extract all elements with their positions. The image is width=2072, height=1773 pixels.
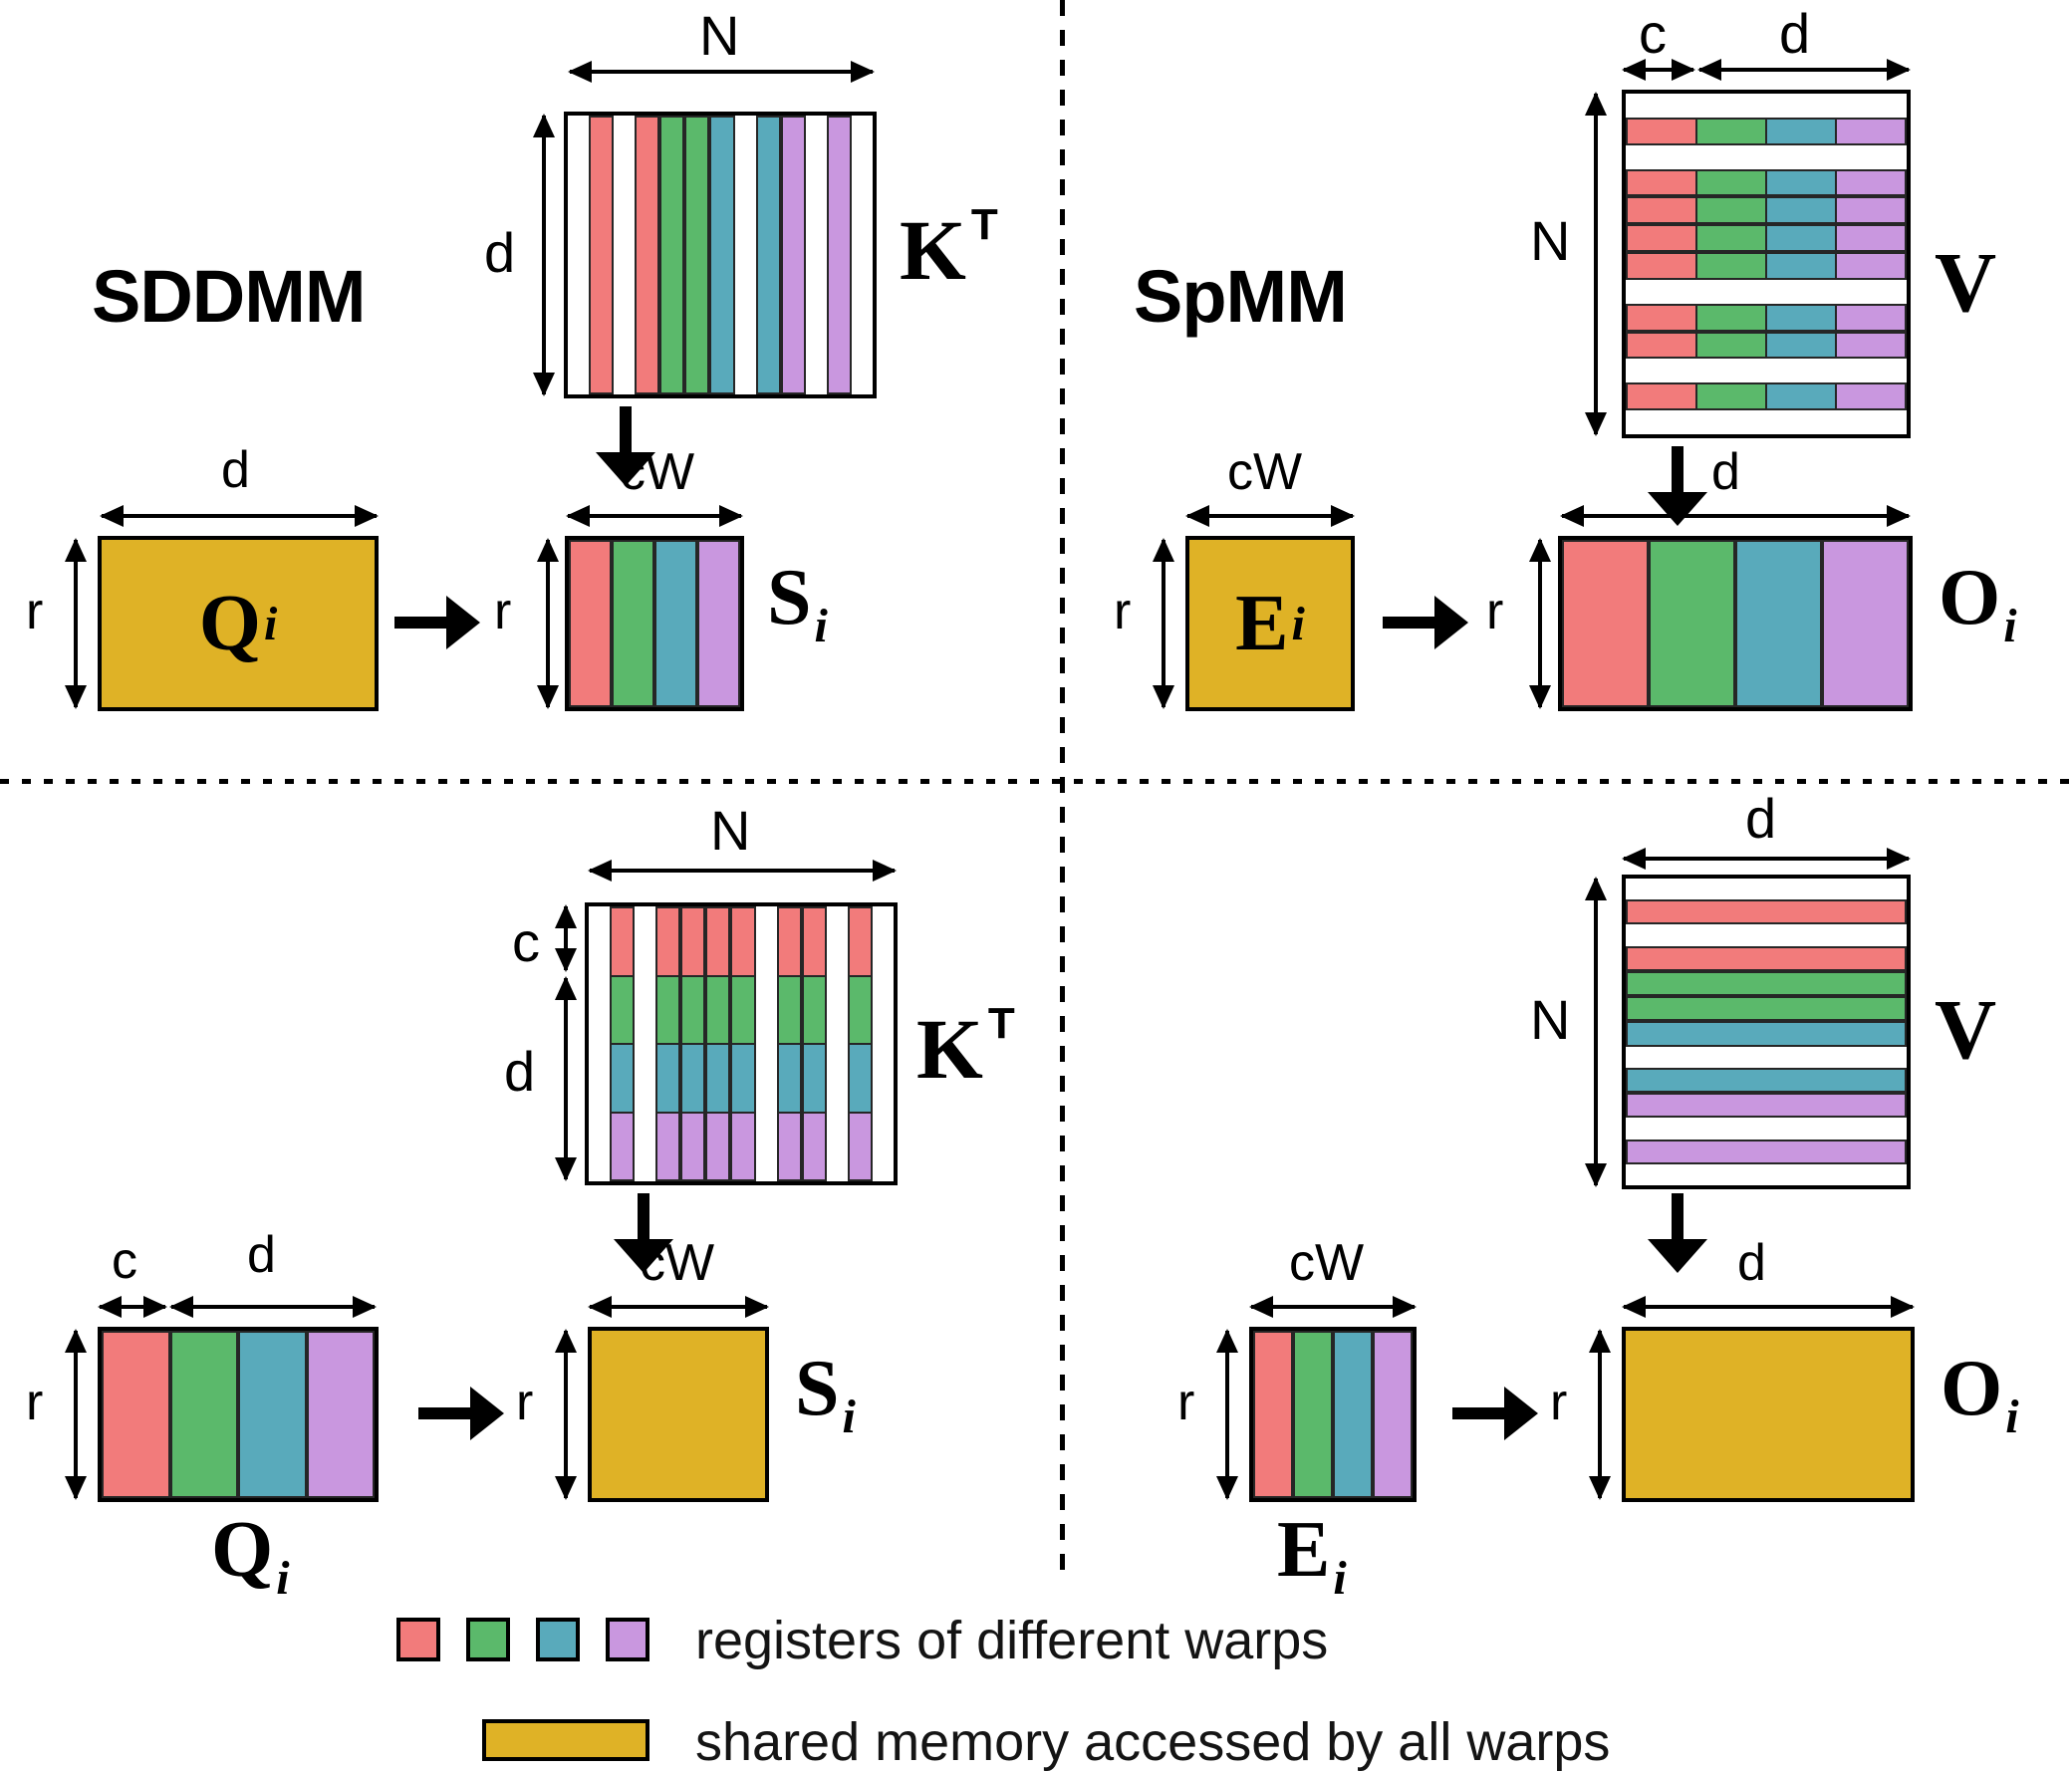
legend-swatch-r — [396, 1618, 440, 1661]
legend-swatch-p — [606, 1618, 649, 1661]
dim-arrow-d — [1622, 1296, 1915, 1318]
dim-arrow-n — [568, 61, 875, 83]
dim-label-c: c — [112, 1232, 137, 1290]
quadrant-title-sddmm: SDDMM — [92, 255, 367, 338]
dim-label-r: r — [26, 1374, 44, 1431]
dim-arrow-c — [98, 1296, 167, 1318]
legend-shared-text: shared memory accessed by all warps — [695, 1712, 1611, 1772]
q-label: Qi — [211, 1506, 290, 1605]
dim-arrow-r — [555, 1329, 577, 1500]
e-label: Ei — [1277, 1506, 1347, 1605]
dim-arrow-cw — [588, 1296, 769, 1318]
legend-swatch-g — [466, 1618, 510, 1661]
dim-label-n: N — [699, 4, 740, 67]
right-arrow — [1452, 1387, 1538, 1440]
dim-label-r: r — [26, 583, 44, 640]
dim-arrow-d — [533, 114, 555, 396]
dim-arrow-c — [555, 904, 577, 972]
dim-label-n: N — [710, 799, 751, 862]
legend-shared-swatch — [482, 1719, 649, 1761]
dim-label-r: r — [1177, 1374, 1195, 1431]
dim-label-n: N — [1530, 988, 1571, 1051]
dim-label-r: r — [1550, 1374, 1568, 1431]
dim-arrow-r — [1153, 538, 1174, 709]
dim-label-d: d — [1711, 443, 1740, 501]
dim-arrow-cw — [1249, 1296, 1417, 1318]
dim-arrow-d — [100, 505, 379, 527]
dim-arrow-cw — [566, 505, 743, 527]
dim-label-cw: cW — [1289, 1234, 1365, 1292]
dim-label-d: d — [1745, 787, 1777, 850]
right-arrow — [418, 1387, 504, 1440]
dim-arrow-d — [1697, 59, 1911, 81]
dim-arrow-d — [1622, 848, 1911, 870]
down-arrow — [614, 1193, 673, 1273]
quadrant-title-spmm: SpMM — [1134, 255, 1348, 338]
v-matrix-register-row-segments — [1622, 90, 1911, 438]
q-matrix-register-stripes — [98, 1327, 379, 1502]
kt-matrix-register-columns — [564, 112, 877, 398]
dim-arrow-r — [65, 1329, 87, 1500]
dim-label-cw: cW — [620, 443, 695, 501]
dim-label-c: c — [1639, 2, 1667, 65]
dim-arrow-r — [1216, 1329, 1238, 1500]
dim-label-cw: cW — [640, 1234, 715, 1292]
dim-label-cw: cW — [1227, 443, 1303, 501]
dim-label-d: d — [221, 441, 250, 499]
v-matrix-register-rows — [1622, 875, 1911, 1189]
legend-swatch-t — [536, 1618, 580, 1661]
dim-arrow-d — [1560, 505, 1911, 527]
dim-label-r: r — [1486, 583, 1504, 640]
vertical-dashed-divider — [1060, 0, 1065, 1578]
dim-arrow-n — [588, 860, 897, 882]
dim-arrow-n — [1585, 92, 1607, 436]
dim-arrow-r — [1529, 538, 1551, 709]
dim-label-c: c — [512, 910, 540, 973]
dim-label-r: r — [494, 583, 512, 640]
dim-arrow-r — [537, 538, 559, 709]
dim-label-d: d — [1779, 2, 1811, 65]
s-matrix-register-stripes — [565, 536, 744, 711]
right-arrow — [394, 596, 480, 649]
dim-label-d: d — [504, 1040, 536, 1103]
dim-arrow-r — [1589, 1329, 1611, 1500]
right-arrow — [1383, 596, 1468, 649]
legend-register-swatches — [396, 1618, 649, 1661]
down-arrow — [1648, 1193, 1707, 1273]
o-label: Oi — [1941, 1345, 2019, 1443]
v-label: V — [1935, 981, 1997, 1077]
e-matrix-register-stripes — [1249, 1327, 1417, 1502]
dim-label-d: d — [247, 1226, 276, 1284]
down-arrow — [596, 406, 655, 486]
dim-label-d: d — [484, 221, 516, 284]
down-arrow — [1648, 446, 1707, 526]
kt-matrix-banded-columns — [585, 902, 898, 1185]
s-label: Si — [767, 554, 828, 652]
dim-arrow-n — [1585, 877, 1607, 1187]
v-label: V — [1935, 234, 1997, 330]
s-label: Si — [795, 1345, 856, 1443]
dim-arrow-d — [169, 1296, 377, 1318]
o-matrix-register-stripes — [1558, 536, 1913, 711]
dim-arrow-r — [65, 538, 87, 709]
horizontal-dotted-divider — [0, 779, 2072, 784]
dim-label-r: r — [516, 1374, 534, 1431]
dim-label-n: N — [1530, 209, 1571, 272]
dim-arrow-cw — [1185, 505, 1355, 527]
dim-arrow-c — [1622, 59, 1695, 81]
dim-label-d: d — [1737, 1234, 1766, 1292]
o-matrix-shared — [1622, 1327, 1915, 1502]
s-matrix-shared — [588, 1327, 769, 1502]
o-label: Oi — [1939, 554, 2017, 652]
legend-registers-text: registers of different warps — [695, 1611, 1329, 1670]
dim-label-r: r — [1114, 583, 1132, 640]
dim-arrow-d — [555, 976, 577, 1181]
